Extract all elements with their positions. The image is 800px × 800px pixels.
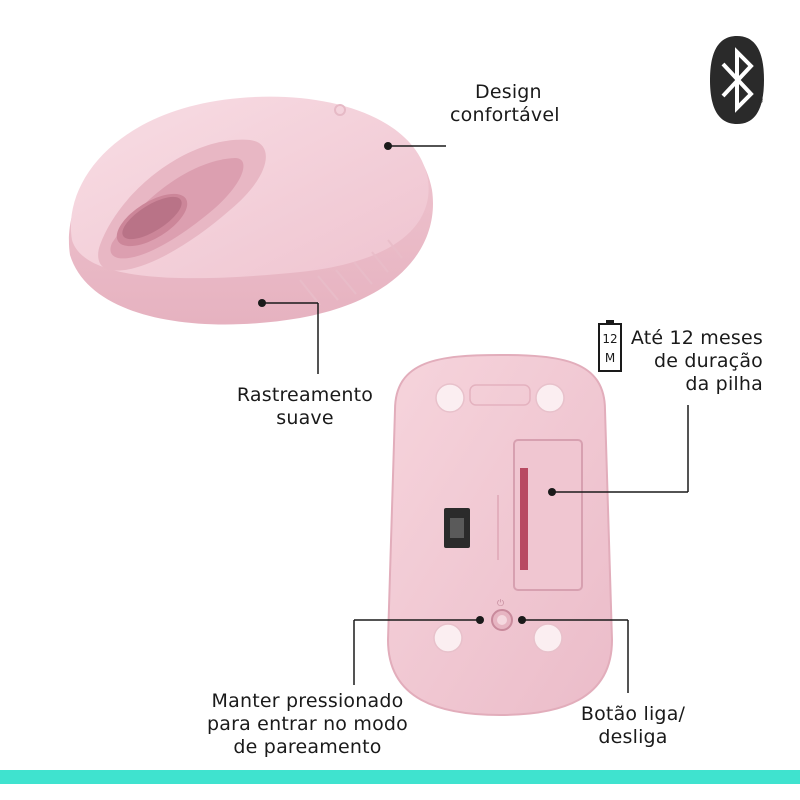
feature-tracking-line2: suave [276, 407, 334, 429]
feature-power-line1: Botão liga/ [580, 703, 686, 725]
feature-battery-label: Até 12 meses de duração da pilha [628, 327, 763, 396]
feature-battery-line3: da pilha [685, 373, 763, 395]
battery-icon-top-text: 12 [602, 332, 617, 346]
mouse-bottom-view: ⏻ [386, 353, 614, 717]
feature-pairing-line2: para entrar no modo [206, 713, 408, 735]
svg-text:⏻: ⏻ [497, 598, 504, 609]
feature-tracking-line1: Rastreamento [236, 384, 374, 406]
bluetooth-icon: ® [710, 36, 764, 124]
feature-battery-line2: de duração [653, 350, 763, 372]
feature-power-line2: desliga [598, 726, 668, 748]
battery-icon: 12 M [598, 320, 622, 372]
feature-battery-line1: Até 12 meses [630, 327, 763, 349]
feature-power-label: Botão liga/ desliga [568, 703, 698, 749]
feature-pairing-line1: Manter pressionado [211, 690, 404, 712]
feature-pairing-line3: de pareamento [233, 736, 382, 758]
accent-bar [0, 770, 800, 784]
svg-text:®: ® [757, 97, 764, 105]
feature-design-line2: confortável [450, 104, 560, 126]
feature-pairing-label: Manter pressionado para entrar no modo d… [200, 690, 415, 759]
callout-lines [258, 142, 689, 693]
battery-icon-bottom-text: M [605, 351, 615, 365]
feature-design-label: Design confortável [450, 81, 560, 127]
feature-tracking-label: Rastreamento suave [220, 384, 390, 430]
mouse-top-view [68, 96, 433, 325]
feature-design-line1: Design [475, 81, 542, 103]
